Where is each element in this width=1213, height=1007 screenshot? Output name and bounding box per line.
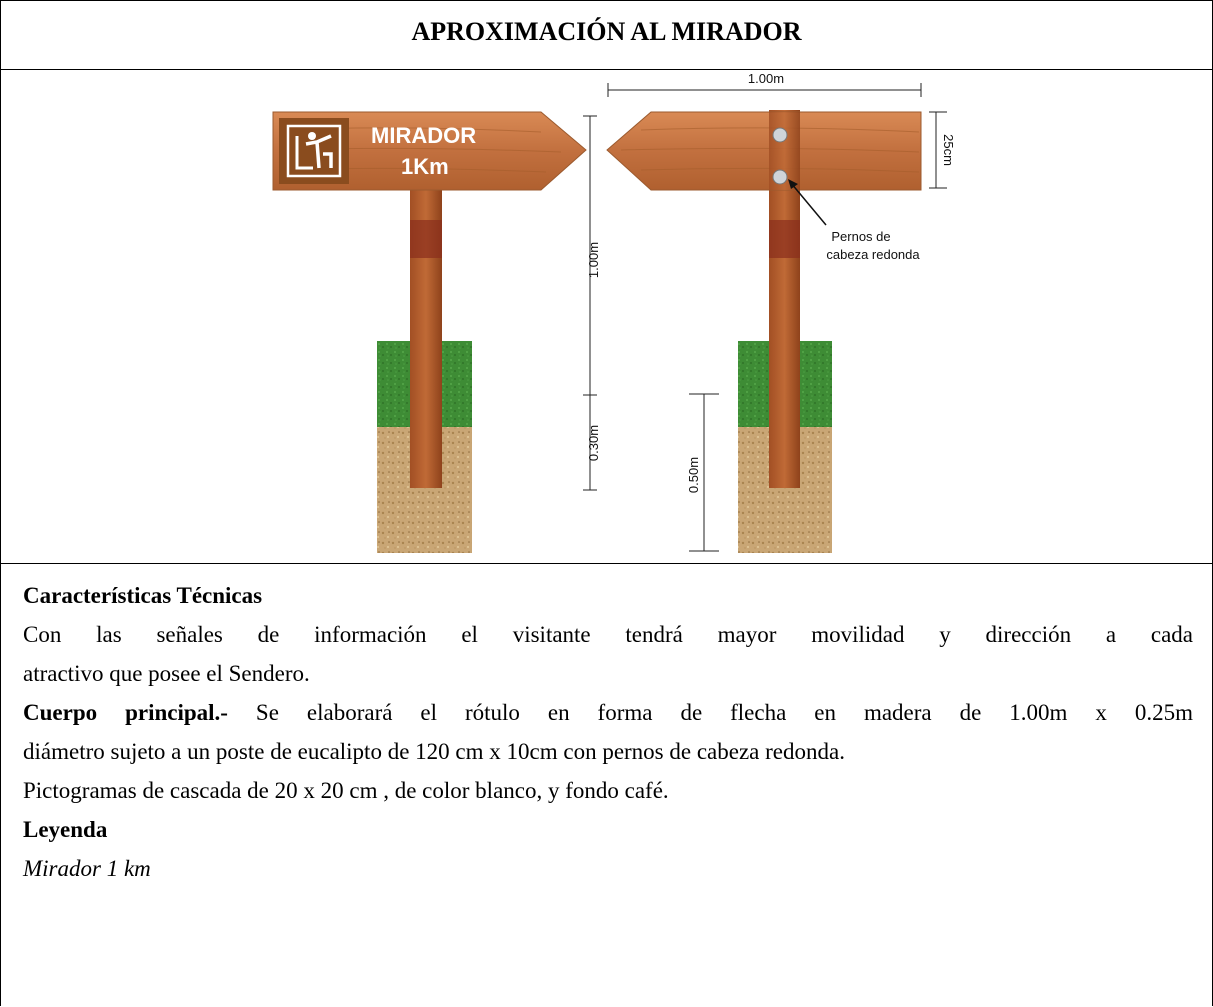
viewpoint-pictogram-icon xyxy=(286,124,342,178)
board-dimension xyxy=(929,111,947,189)
pictogram-line: Pictogramas de cascada de 20 x 20 cm , d… xyxy=(23,778,669,803)
buried-dimension xyxy=(689,393,719,552)
front-dimensions xyxy=(583,115,597,491)
intro-line2: atractivo que posee el Sendero. xyxy=(23,661,310,686)
sign-illustration: MIRADOR 1Km 1.00m 0.30m 0.50m xyxy=(272,71,956,553)
sign-drawing: MIRADOR 1Km 1.00m 0.30m 0.50m xyxy=(1,70,1212,564)
dim-top-width: 1.00m xyxy=(748,71,784,86)
bolt-icon xyxy=(772,127,788,143)
pictogram-background xyxy=(279,118,349,184)
dim-buried: 0.50m xyxy=(686,457,701,493)
intro-line1: Con las señales de información el visita… xyxy=(23,622,1193,647)
front-post-band xyxy=(410,220,442,258)
dim-grass: 0.30m xyxy=(586,425,601,461)
technical-section: Características Técnicas Con las señales… xyxy=(23,576,1193,888)
top-dimension xyxy=(607,83,922,97)
back-arrow-board xyxy=(606,111,922,191)
dim-board-height: 25cm xyxy=(941,134,956,166)
body-text1: Se elaborará el rótulo en forma de flech… xyxy=(227,700,1193,725)
dim-post-height: 1.00m xyxy=(586,242,601,278)
back-view xyxy=(606,110,922,553)
title-row: APROXIMACIÓN AL MIRADOR xyxy=(1,1,1212,70)
sign-label-line2: 1Km xyxy=(401,154,449,179)
bolt-icon xyxy=(772,169,788,185)
section-heading: Características Técnicas xyxy=(23,583,263,608)
bolt-callout-arrow xyxy=(788,179,827,226)
front-view: MIRADOR 1Km xyxy=(272,111,587,553)
back-post-band xyxy=(769,220,800,258)
callout-line1: Pernos de xyxy=(831,229,890,244)
legend-heading: Leyenda xyxy=(23,817,108,842)
legend-text: Mirador 1 km xyxy=(23,856,151,881)
page-title: APROXIMACIÓN AL MIRADOR xyxy=(411,17,802,46)
body-line2: diámetro sujeto a un poste de eucalipto … xyxy=(23,739,845,764)
body-line1: Cuerpo principal.- Se elaborará el rótul… xyxy=(23,693,1193,732)
sign-label-line1: MIRADOR xyxy=(371,123,476,148)
body-label: Cuerpo principal.- xyxy=(23,700,228,725)
callout-line2: cabeza redonda xyxy=(826,247,920,262)
